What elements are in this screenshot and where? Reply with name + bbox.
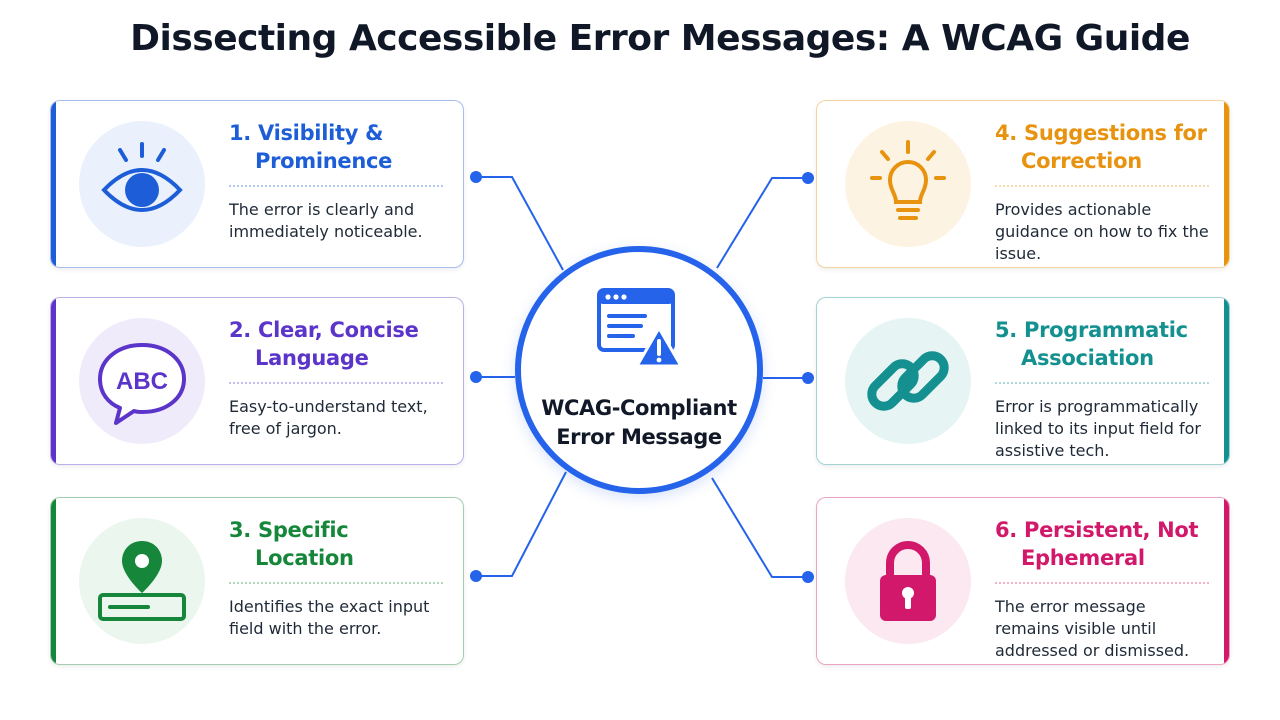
chain-link-icon (867, 351, 949, 411)
page-title: Dissecting Accessible Error Messages: A … (130, 18, 1190, 59)
connector-6 (711, 477, 808, 578)
hub-title-line-2: Error Message (556, 425, 722, 449)
card-description: The error is clearly and immediately not… (229, 200, 423, 241)
card-divider (995, 382, 1209, 384)
card-icon-background: ABC (79, 318, 205, 444)
card-clear-concise-language: ABC 2. Clear, Concise Language Easy-to-u… (50, 297, 464, 465)
card-title: 4. Suggestions for Correction (995, 121, 1207, 173)
card-programmatic-association: 5. Programmatic Association Error is pro… (816, 297, 1230, 465)
eye-icon (101, 142, 183, 212)
card-specific-location: 3. Specific Location Identifies the exac… (50, 497, 464, 665)
connector-1 (476, 176, 564, 271)
card-icon-background (79, 518, 205, 644)
location-pin-field-icon (98, 541, 186, 621)
hub-title: WCAG-Compliant Error Message (521, 394, 757, 452)
card-icon-background (845, 121, 971, 247)
card-suggestions-for-correction: 4. Suggestions for Correction Provides a… (816, 100, 1230, 268)
lightbulb-icon (870, 140, 946, 220)
card-divider (229, 185, 443, 187)
connector-dot-4 (802, 172, 814, 184)
card-divider (995, 582, 1209, 584)
card-icon-background (845, 518, 971, 644)
card-divider (229, 382, 443, 384)
padlock-icon (880, 540, 936, 621)
svg-text:ABC: ABC (116, 368, 168, 395)
card-divider (229, 582, 443, 584)
connector-dot-1 (470, 171, 482, 183)
card-title: 6. Persistent, Not Ephemeral (995, 518, 1199, 570)
connector-dot-2 (470, 371, 482, 383)
connector-dot-5 (802, 372, 814, 384)
hub-title-line-1: WCAG-Compliant (541, 396, 737, 420)
connector-dot-3 (470, 570, 482, 582)
card-accent-stripe (1224, 498, 1229, 664)
card-title: 5. Programmatic Association (995, 318, 1188, 370)
card-icon-background (845, 318, 971, 444)
card-visibility-prominence: 1. Visibility & Prominence The error is … (50, 100, 464, 268)
card-accent-stripe (51, 298, 56, 464)
card-description: Error is programmatically linked to its … (995, 397, 1201, 460)
card-icon-background (79, 121, 205, 247)
card-accent-stripe (51, 101, 56, 267)
card-accent-stripe (51, 498, 56, 664)
connector-3 (476, 471, 567, 577)
connector-dot-6 (802, 571, 814, 583)
central-hub: WCAG-Compliant Error Message (515, 246, 763, 494)
card-title: 3. Specific Location (229, 518, 354, 570)
card-description: The error message remains visible until … (995, 597, 1190, 660)
card-description: Easy-to-understand text, free of jargon. (229, 397, 428, 438)
card-persistent-not-ephemeral: 6. Persistent, Not Ephemeral The error m… (816, 497, 1230, 665)
card-description: Provides actionable guidance on how to f… (995, 200, 1209, 263)
browser-window-warning-icon (597, 288, 683, 368)
card-title: 1. Visibility & Prominence (229, 121, 393, 173)
connector-4 (716, 177, 808, 269)
card-title: 2. Clear, Concise Language (229, 318, 419, 370)
card-divider (995, 185, 1209, 187)
card-accent-stripe (1224, 101, 1229, 267)
card-accent-stripe (1224, 298, 1229, 464)
abc-speech-bubble-icon: ABC (98, 343, 186, 425)
card-description: Identifies the exact input field with th… (229, 597, 430, 638)
